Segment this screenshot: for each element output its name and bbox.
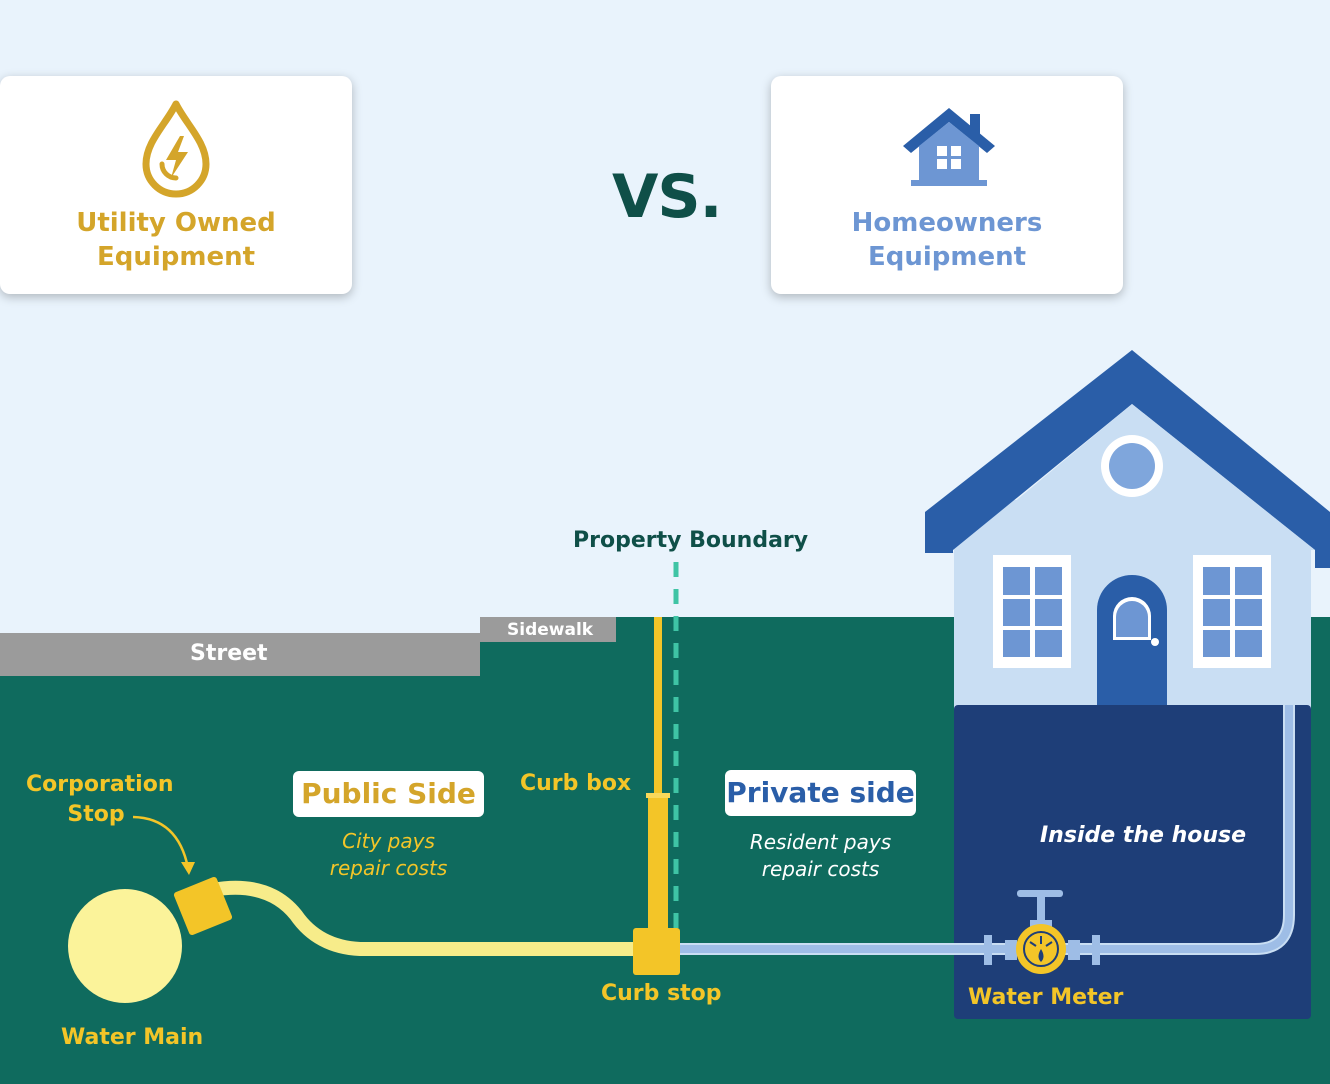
private-side-note: Resident pays repair costs	[749, 830, 892, 881]
curb-stop-valve	[633, 928, 680, 975]
right-window	[1193, 555, 1271, 668]
water-meter-label: Water Meter	[968, 985, 1124, 1010]
utility-equipment-card: Utility Owned Equipment	[0, 76, 352, 294]
sidewalk-strip	[480, 617, 616, 642]
private-side-title: Private side	[725, 770, 916, 816]
homeowner-equipment-title: Homeowners Equipment	[851, 208, 1043, 272]
street-label: Street	[190, 641, 268, 666]
curb-box-label: Curb box	[520, 771, 632, 796]
utility-equipment-title: Utility Owned Equipment	[76, 208, 276, 272]
house-icon	[903, 108, 995, 186]
homeowner-equipment-card: Homeowners Equipment	[771, 76, 1123, 294]
corporation-stop-arrow	[132, 815, 190, 869]
curb-box	[648, 795, 668, 935]
sidewalk-label: Sidewalk	[507, 620, 594, 640]
public-side-title: Public Side	[293, 771, 484, 817]
water-drop-lightning-icon	[142, 100, 210, 198]
property-boundary-label: Property Boundary	[573, 528, 809, 553]
water-meter-icon	[1016, 890, 1066, 974]
water-main	[68, 889, 182, 1003]
vs-label: VS.	[612, 162, 722, 232]
public-side-note: City pays repair costs	[329, 829, 448, 880]
street-strip	[0, 633, 480, 676]
inside-house-label: Inside the house	[1040, 823, 1247, 848]
water-main-label: Water Main	[61, 1025, 204, 1050]
corporation-stop-label: Corporation Stop	[26, 772, 174, 827]
corporation-stop-valve	[173, 876, 233, 936]
curb-box-rod	[654, 617, 662, 797]
basement	[954, 705, 1311, 1019]
left-window	[993, 555, 1071, 668]
public-pipe	[205, 880, 647, 956]
curb-stop-label: Curb stop	[601, 981, 722, 1006]
house-roof	[925, 350, 1330, 568]
